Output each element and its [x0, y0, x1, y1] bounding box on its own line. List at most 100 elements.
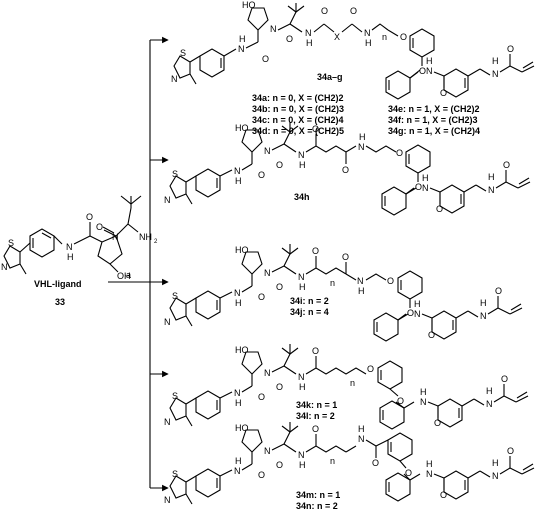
atom-o: O — [86, 212, 93, 222]
atom-s: S — [172, 469, 178, 479]
atom-n: N — [234, 388, 241, 398]
atom-n: N — [112, 232, 119, 242]
atom-n: N — [234, 288, 241, 298]
atom-h: H — [299, 282, 306, 292]
atom-o: O — [258, 170, 265, 180]
ho-label: HO — [235, 423, 249, 433]
nh2-subscript: 2 — [154, 239, 158, 245]
atom-n: N — [492, 69, 499, 79]
variant-34g: 34g: n = 1, X = (CH2)4 — [388, 126, 480, 136]
ho-label: HO — [235, 123, 249, 133]
variant-34a: 34a: n = 0, X = (CH2)2 — [252, 93, 344, 103]
atom-s: S — [172, 391, 178, 401]
atom-n: N — [358, 434, 365, 444]
atom-o: O — [440, 490, 447, 500]
atom-h: H — [426, 459, 433, 469]
atom-o: O — [503, 160, 510, 170]
atom-o: O — [387, 276, 394, 286]
atom-o: O — [397, 396, 404, 406]
atom-h: H — [235, 456, 242, 466]
product-34h-structure: S N N H O HO N O N H O O N H O O — [164, 122, 531, 216]
atom-o: O — [405, 468, 412, 478]
atom-o: O — [350, 6, 357, 16]
atom-n: N — [238, 44, 245, 54]
atom-h: H — [492, 458, 499, 468]
atom-o: O — [286, 34, 293, 44]
product-34kl-structure: S N N H O HO N O N H O n O O H — [164, 344, 529, 430]
atom-o: O — [495, 286, 502, 296]
atom-h: H — [235, 398, 242, 408]
atom-h: H — [414, 299, 421, 309]
atom-o: O — [276, 160, 283, 170]
atom-n: N — [298, 450, 305, 460]
n-subscript: n — [330, 278, 335, 288]
product-34mn-structure: S N N H O HO N O N H O n H N O — [164, 422, 535, 511]
product-34a-g-structure: S N N H O HO N O N H O X O N H n — [171, 0, 535, 136]
atom-o: O — [428, 330, 435, 340]
atom-o: O — [258, 292, 265, 302]
atom-n: N — [1, 262, 8, 272]
atom-o: O — [312, 424, 319, 434]
variant-34i: 34i: n = 2 — [290, 296, 329, 306]
ho-label: HO — [235, 345, 249, 355]
atom-o: O — [436, 204, 443, 214]
atom-o: O — [312, 346, 319, 356]
atom-n: N — [420, 397, 427, 407]
atom-n: N — [305, 28, 312, 38]
atom-n: N — [164, 417, 171, 427]
atom-h: H — [299, 382, 306, 392]
atom-s: S — [8, 238, 14, 248]
reaction-arrows: a — [108, 36, 169, 492]
variant-34d: 34d: n = 0, X = (CH2)5 — [252, 126, 344, 136]
variant-34n: 34n: n = 2 — [296, 501, 338, 511]
x-label: X — [334, 32, 340, 42]
atom-o: O — [276, 382, 283, 392]
atom-o: O — [501, 374, 508, 384]
atom-n: N — [298, 372, 305, 382]
product-34a-g-title: 34a–g — [317, 72, 343, 82]
atom-h: H — [422, 173, 429, 183]
atom-h: H — [426, 56, 433, 66]
atom-h: H — [299, 160, 306, 170]
vhl-ligand-structure: NH 2 O N OH O N H S N VHL-ligand 33 — [1, 195, 158, 307]
oh-label: OH — [117, 271, 131, 281]
atom-n: N — [66, 242, 73, 252]
atom-h: H — [492, 56, 499, 66]
atom-o: O — [321, 6, 328, 16]
atom-o: O — [96, 222, 103, 232]
variant-34k: 34k: n = 1 — [296, 400, 337, 410]
atom-n: N — [426, 469, 433, 479]
variant-34m: 34m: n = 1 — [296, 490, 340, 500]
ho-label: HO — [242, 0, 256, 10]
atom-n: N — [270, 24, 277, 34]
atom-h: H — [480, 298, 487, 308]
atom-h: H — [486, 386, 493, 396]
atom-o: O — [262, 54, 269, 64]
atom-o: O — [312, 124, 319, 134]
atom-n: N — [486, 399, 493, 409]
atom-n: N — [264, 368, 271, 378]
atom-o: O — [367, 364, 374, 374]
atom-n: N — [426, 66, 433, 76]
atom-n: N — [488, 185, 495, 195]
atom-h: H — [239, 34, 246, 44]
atom-n: N — [234, 466, 241, 476]
reagent-label: a — [126, 270, 131, 280]
atom-o: O — [372, 458, 379, 468]
atom-o: O — [342, 252, 349, 262]
variant-34l: 34l: n = 2 — [296, 411, 335, 421]
variant-34f: 34f: n = 1, X = (CH2)3 — [388, 115, 478, 125]
variant-34b: 34b: n = 0, X = (CH2)3 — [252, 104, 344, 114]
atom-o: O — [258, 392, 265, 402]
atom-n: N — [171, 74, 178, 84]
atom-n: N — [164, 317, 171, 327]
variant-34c: 34c: n = 0, X = (CH2)4 — [252, 115, 344, 125]
atom-n: N — [492, 471, 499, 481]
compound-33-number: 33 — [55, 297, 65, 307]
nh2-label: NH — [139, 232, 152, 242]
vhl-ligand-name: VHL-ligand — [34, 279, 82, 289]
atom-n: N — [234, 166, 241, 176]
atom-o: O — [507, 44, 514, 54]
variant-34j: 34j: n = 4 — [290, 307, 329, 317]
